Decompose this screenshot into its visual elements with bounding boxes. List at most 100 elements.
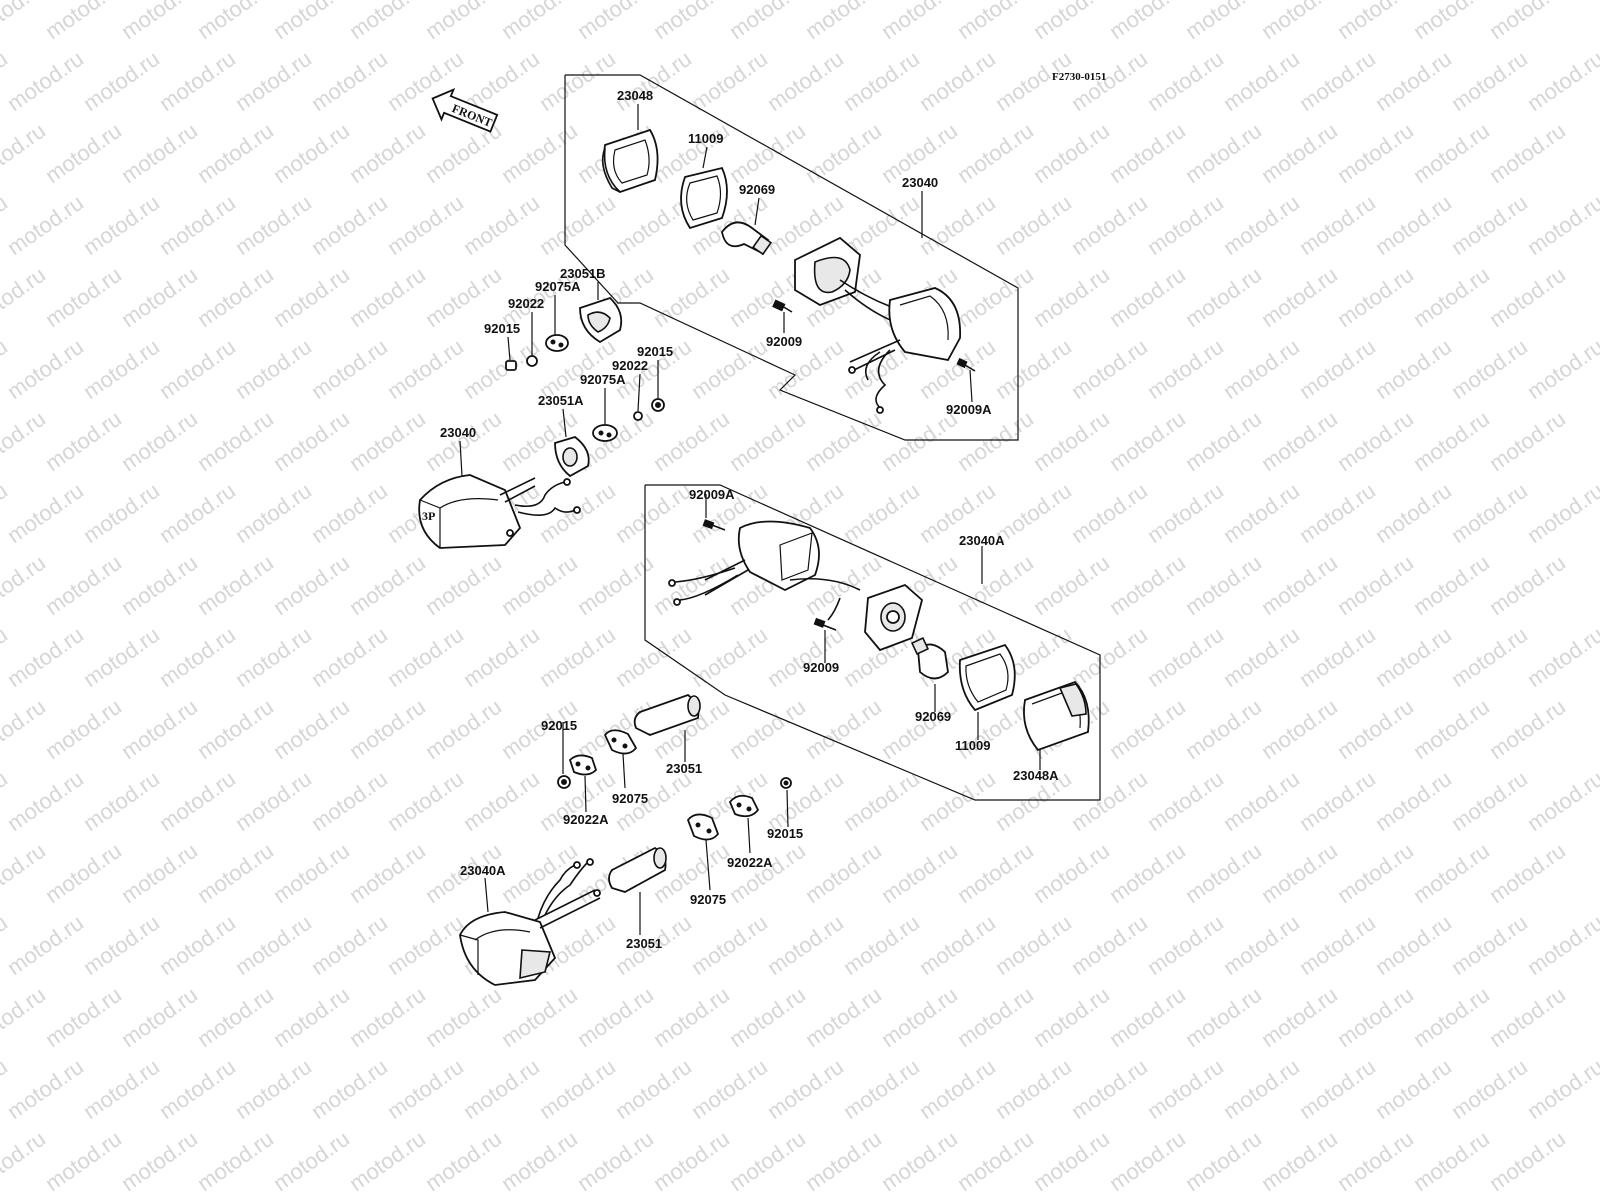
watermark-text: motod.ru: [79, 46, 164, 116]
watermark-text: motod.ru: [1181, 406, 1266, 476]
base-23040A-lower: [864, 583, 924, 652]
watermark-text: motod.ru: [1333, 0, 1418, 44]
grommet-23051-low: [608, 846, 667, 894]
plate-92075A-top: [545, 334, 569, 352]
watermark-text: motod.ru: [1219, 334, 1304, 404]
plate-92022A-low: [568, 754, 598, 776]
watermark-text: motod.ru: [801, 406, 886, 476]
watermark-text: motod.ru: [1029, 550, 1114, 620]
callout-23040-left: 23040: [440, 425, 476, 440]
watermark-text: motod.ru: [79, 910, 164, 980]
watermark-text: motod.ru: [1143, 46, 1228, 116]
watermark-text: motod.ru: [1371, 478, 1456, 548]
watermark-text: motod.ru: [1067, 766, 1152, 836]
callout-92009A-mid: 92009A: [689, 487, 735, 502]
watermark-text: motod.ru: [1257, 1126, 1342, 1196]
watermark-text: motod.ru: [155, 478, 240, 548]
watermark-text: motod.ru: [649, 262, 734, 332]
watermark-text: motod.ru: [1257, 838, 1342, 908]
bracket-23051A: [554, 436, 590, 478]
watermark-text: motod.ru: [839, 766, 924, 836]
watermark-text: motod.ru: [1447, 46, 1532, 116]
watermark-text: motod.ru: [915, 1054, 1000, 1124]
watermark-text: motod.ru: [1447, 190, 1532, 260]
watermark-text: motod.ru: [991, 334, 1076, 404]
watermark-text: motod.ru: [3, 190, 88, 260]
watermark-text: motod.ru: [915, 910, 1000, 980]
watermark-text: motod.ru: [307, 910, 392, 980]
watermark-text: motod.ru: [497, 550, 582, 620]
watermark-text: motod.ru: [687, 46, 772, 116]
watermark-text: motod.ru: [231, 334, 316, 404]
watermark-text: motod.ru: [41, 694, 126, 764]
watermark-text: motod.ru: [725, 0, 810, 44]
watermark-text: motod.ru: [725, 982, 810, 1052]
watermark-text: motod.ru: [1447, 766, 1532, 836]
watermark-text: motod.ru: [421, 406, 506, 476]
watermark-text: motod.ru: [421, 1126, 506, 1196]
watermark-text: motod.ru: [231, 910, 316, 980]
watermark-text: motod.ru: [801, 838, 886, 908]
watermark-text: motod.ru: [1181, 1126, 1266, 1196]
watermark-text: motod.ru: [1029, 406, 1114, 476]
watermark-text: motod.ru: [231, 478, 316, 548]
watermark-text: motod.ru: [1333, 982, 1418, 1052]
watermark-text: motod.ru: [1257, 694, 1342, 764]
watermark-text: motod.ru: [193, 694, 278, 764]
watermark-text: motod.ru: [1219, 622, 1304, 692]
washer-92022-top: [526, 355, 538, 367]
watermark-text: motod.ru: [1257, 982, 1342, 1052]
upper-assembly-outline: [564, 74, 1019, 441]
watermark-text: motod.ru: [1371, 910, 1456, 980]
watermark-text: motod.ru: [41, 550, 126, 620]
watermark-text: motod.ru: [1333, 1126, 1418, 1196]
watermark-text: motod.ru: [0, 838, 50, 908]
watermark-text: motod.ru: [231, 766, 316, 836]
watermark-text: motod.ru: [3, 622, 88, 692]
watermark-text: motod.ru: [0, 982, 50, 1052]
watermark-text: motod.ru: [1143, 622, 1228, 692]
watermark-text: motod.ru: [193, 262, 278, 332]
watermark-text: motod.ru: [1181, 838, 1266, 908]
watermark-text: motod.ru: [1105, 406, 1190, 476]
watermark-text: motod.ru: [763, 46, 848, 116]
watermark-text: motod.ru: [801, 118, 886, 188]
watermark-text: motod.ru: [763, 1054, 848, 1124]
watermark-text: motod.ru: [877, 1126, 962, 1196]
callout-92009-top: 92009: [766, 334, 802, 349]
watermark-text: motod.ru: [3, 478, 88, 548]
watermark-text: motod.ru: [383, 766, 468, 836]
watermark-text: motod.ru: [1447, 1054, 1532, 1124]
watermark-text: motod.ru: [497, 118, 582, 188]
callout-92075-low: 92075: [690, 892, 726, 907]
watermark-text: motod.ru: [3, 766, 88, 836]
watermark-text: motod.ru: [1219, 910, 1304, 980]
watermark-text: motod.ru: [383, 910, 468, 980]
watermark-text: motod.ru: [79, 1054, 164, 1124]
watermark-text: motod.ru: [1409, 982, 1494, 1052]
watermark-text: motod.ru: [687, 910, 772, 980]
plate-92022A-right: [728, 794, 760, 818]
watermark-text: motod.ru: [383, 1054, 468, 1124]
leader-lines: [459, 104, 1041, 935]
watermark-text: motod.ru: [1143, 334, 1228, 404]
watermark-text: motod.ru: [1333, 262, 1418, 332]
watermark-text: motod.ru: [345, 118, 430, 188]
callout-92075-mid: 92075: [612, 791, 648, 806]
watermark-text: motod.ru: [991, 190, 1076, 260]
watermark-text: motod.ru: [573, 982, 658, 1052]
watermark-text: motod.ru: [801, 0, 886, 44]
watermark-text: motod.ru: [1485, 838, 1570, 908]
watermark-text: motod.ru: [687, 622, 772, 692]
watermark-text: motod.ru: [1523, 766, 1600, 836]
watermark-text: motod.ru: [915, 766, 1000, 836]
watermark-text: motod.ru: [155, 910, 240, 980]
watermark-text: motod.ru: [1333, 118, 1418, 188]
watermark-text: motod.ru: [953, 262, 1038, 332]
watermark-text: motod.ru: [117, 118, 202, 188]
callout-23051-low: 23051: [626, 936, 662, 951]
watermark-text: motod.ru: [839, 1054, 924, 1124]
watermark-text: motod.ru: [1485, 118, 1570, 188]
watermark-text: motod.ru: [497, 838, 582, 908]
watermark-text: motod.ru: [1409, 694, 1494, 764]
